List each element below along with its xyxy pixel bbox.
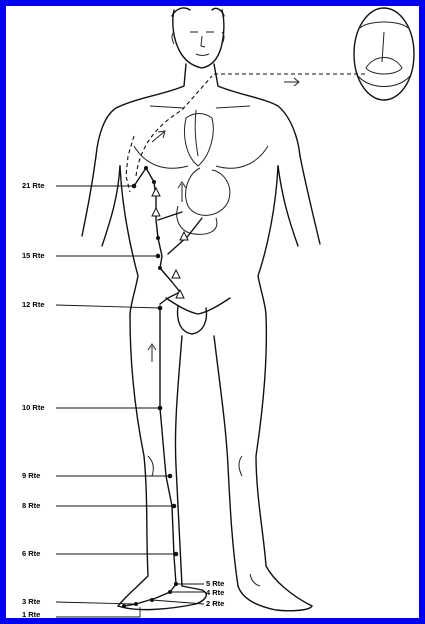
label-15-rte: 15 Rte: [22, 251, 45, 260]
arrow-diag: [152, 131, 165, 142]
left-leg-outer: [118, 316, 148, 606]
point-labels: 21 Rte 15 Rte 12 Rte 10 Rte 9 Rte 8 Rte …: [22, 181, 224, 618]
leader-line-3: [56, 602, 136, 604]
torso-right: [258, 166, 278, 316]
meridian-point: [158, 266, 162, 270]
pectoral-right: [216, 146, 268, 168]
mouth-inset: [214, 8, 414, 100]
meridian-point-1: [122, 604, 126, 608]
clavicle: [150, 106, 250, 108]
body-outline: [82, 8, 320, 611]
neck-left: [96, 64, 186, 156]
meridian-triangle: [180, 232, 188, 240]
label-6-rte: 6 Rte: [22, 549, 40, 558]
right-leg-inner: [214, 336, 238, 586]
head-outline: [173, 10, 224, 68]
left-foot: [118, 586, 206, 610]
meridian-triangle: [152, 208, 160, 216]
neck-right: [214, 64, 300, 156]
label-4-rte: 4 Rte: [206, 588, 224, 597]
heart: [185, 114, 214, 167]
label-1-rte: 1 Rte: [22, 610, 40, 618]
intestine: [177, 206, 217, 234]
left-leg-inner: [175, 336, 182, 586]
meridian-point: [152, 180, 156, 184]
label-10-rte: 10 Rte: [22, 403, 45, 412]
meridian-point: [156, 236, 160, 240]
label-3-rte: 3 Rte: [22, 597, 40, 606]
mouth-arrow: [284, 78, 299, 86]
left-arm-outer: [82, 156, 96, 236]
meridian-diagram: 21 Rte 15 Rte 12 Rte 10 Rte 9 Rte 8 Rte …: [6, 6, 419, 618]
label-21-rte: 21 Rte: [22, 181, 45, 190]
pectoral-left: [134, 146, 188, 168]
leader-lines: [56, 186, 204, 617]
arrow-up-1: [148, 344, 156, 362]
esophagus: [195, 110, 198, 156]
leader-line-2: [152, 600, 204, 604]
meridian-upper-arm: [126, 136, 134, 192]
label-5-rte: 5 Rte: [206, 579, 224, 588]
right-arm-inner: [278, 166, 298, 246]
label-8-rte: 8 Rte: [22, 501, 40, 510]
genitals: [178, 306, 207, 334]
right-foot: [238, 586, 312, 611]
right-leg-outer: [256, 316, 312, 606]
label-9-rte: 9 Rte: [22, 471, 40, 480]
diagram-frame: 21 Rte 15 Rte 12 Rte 10 Rte 9 Rte 8 Rte …: [6, 6, 419, 618]
torso-left: [120, 166, 138, 316]
meridian-chest: [134, 168, 158, 238]
meridian-triangle: [152, 188, 160, 196]
groin: [166, 298, 230, 314]
hair: [172, 8, 224, 16]
label-2-rte: 2 Rte: [206, 599, 224, 608]
right-arm-outer: [300, 156, 320, 244]
meridian-leg: [124, 306, 176, 606]
meridian-organ-branch: [158, 212, 202, 254]
leader-line-12: [56, 305, 160, 308]
meridian-point: [144, 166, 148, 170]
arrow-up-2: [178, 182, 186, 202]
internal-organs: [177, 110, 230, 234]
meridian-triangle: [172, 270, 180, 278]
left-arm-inner: [102, 166, 120, 246]
face-features: [190, 32, 214, 56]
stomach: [186, 168, 230, 215]
label-12-rte: 12 Rte: [22, 300, 45, 309]
spleen-meridian: [122, 76, 212, 608]
ankle-marks: [250, 574, 260, 586]
